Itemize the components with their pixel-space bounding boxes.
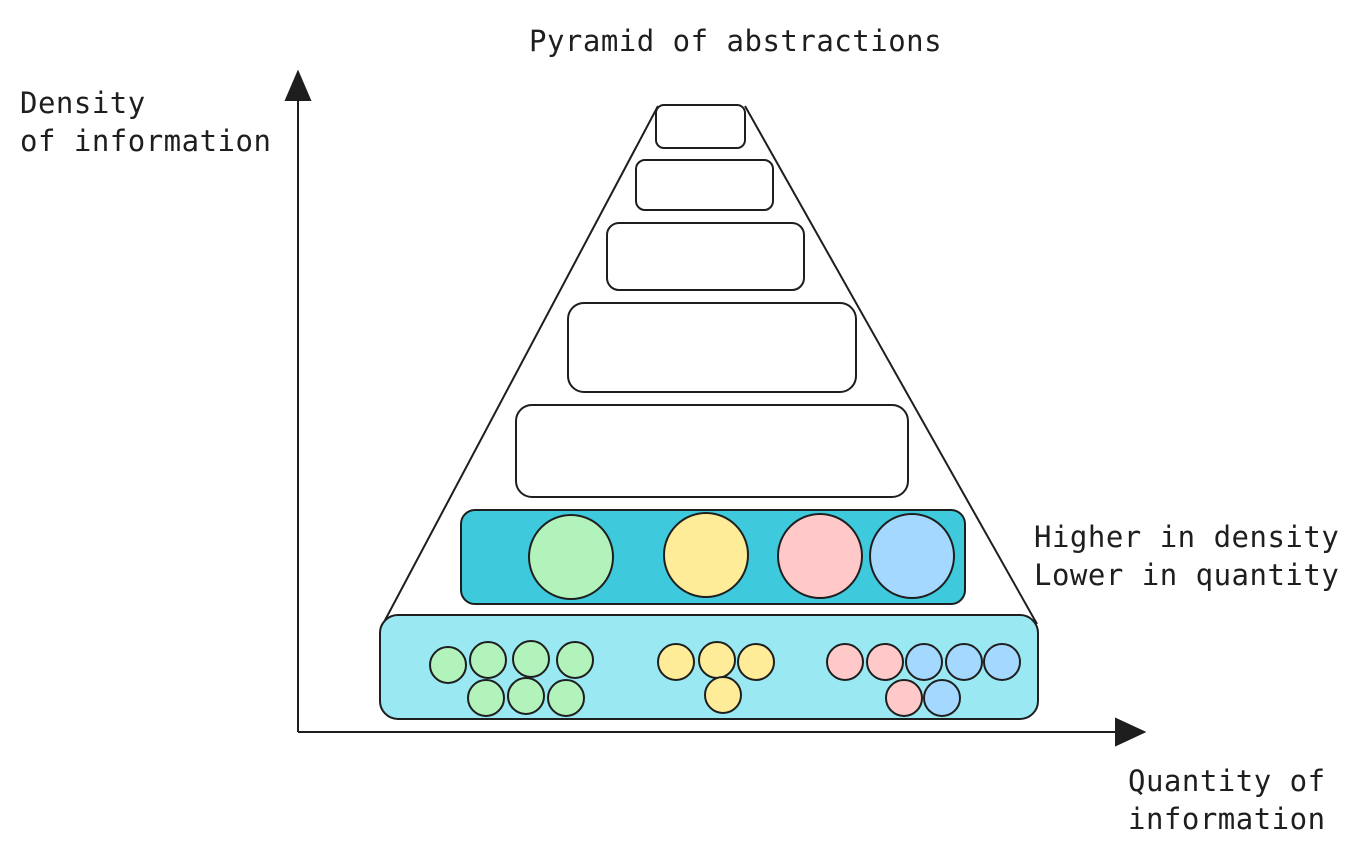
y-axis-arrowhead <box>284 69 312 101</box>
pink-blue-circle-cluster <box>826 643 1021 717</box>
large-blue-circle <box>869 513 955 599</box>
small-blue-circle <box>905 643 943 681</box>
small-yellow-circle <box>737 643 775 681</box>
y-axis-label-line-2: of information <box>20 124 272 158</box>
layer-3 <box>606 222 805 291</box>
large-pink-circle <box>777 513 863 599</box>
small-green-circle <box>429 646 467 684</box>
small-blue-circle <box>923 679 961 717</box>
x-axis-label-line-1: Quantity of <box>1128 764 1326 798</box>
pyramid-left-edge <box>382 105 659 625</box>
y-axis-label-line-1: Density <box>20 86 146 120</box>
layer-5 <box>515 404 909 498</box>
small-green-circle <box>512 640 550 678</box>
x-axis-arrowhead <box>1115 717 1147 747</box>
small-green-circle <box>556 641 594 679</box>
layer-2 <box>635 159 774 211</box>
layer-1 <box>655 104 746 149</box>
small-pink-circle <box>826 643 864 681</box>
small-yellow-circle <box>704 676 742 714</box>
small-green-circle <box>507 677 545 715</box>
small-pink-circle <box>885 679 923 717</box>
small-blue-circle <box>983 643 1021 681</box>
yellow-circle-cluster <box>657 641 775 714</box>
x-axis-label-line-2: information <box>1128 802 1326 836</box>
small-green-circle <box>469 641 507 679</box>
side-note-line-2: Lower in quantity <box>1034 558 1340 592</box>
green-circle-cluster <box>429 640 594 717</box>
large-green-circle <box>528 514 614 600</box>
small-yellow-circle <box>698 641 736 679</box>
small-green-circle <box>547 679 585 717</box>
large-yellow-circle <box>663 512 749 598</box>
small-pink-circle <box>866 643 904 681</box>
side-note-line-1: Higher in density <box>1034 520 1340 554</box>
small-yellow-circle <box>657 643 695 681</box>
small-blue-circle <box>945 643 983 681</box>
diagram-title: Pyramid of abstractions <box>529 24 943 58</box>
pyramid-right-edge <box>744 105 1038 625</box>
layer-4 <box>567 302 857 393</box>
small-green-circle <box>467 679 505 717</box>
